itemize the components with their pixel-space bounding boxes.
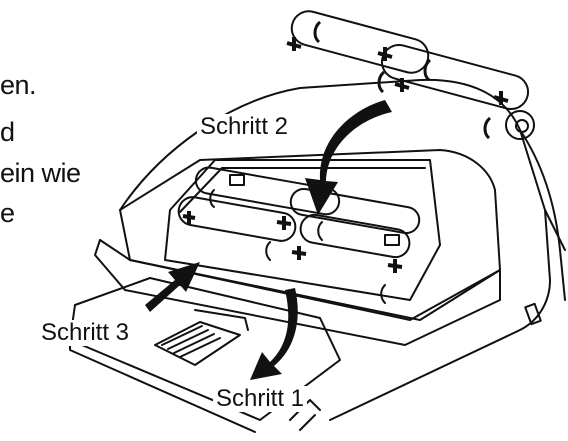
instruction-fragment-2: d — [0, 117, 15, 147]
battery-compartment — [164, 159, 441, 301]
loose-batteries — [290, 10, 535, 140]
instruction-fragment-1: en. — [0, 70, 37, 100]
device-side-panel — [519, 129, 566, 301]
step-1-label: Schritt 1 — [213, 386, 308, 412]
arrow-step2 — [305, 100, 392, 215]
contact-right — [384, 234, 400, 246]
device-housing — [119, 78, 551, 421]
step-2-label: Schritt 2 — [197, 114, 292, 140]
device-top-surface — [119, 149, 501, 321]
arrow-step3 — [145, 262, 200, 312]
installed-batteries — [177, 166, 421, 259]
step-3-label: Schritt 3 — [38, 320, 133, 346]
side-port — [524, 302, 542, 326]
arrow-step1 — [250, 288, 298, 380]
contact-left — [229, 174, 245, 186]
instruction-fragment-4: e — [0, 198, 15, 228]
plus-signs-installed — [182, 211, 403, 273]
device-front-rim — [99, 239, 501, 321]
plus-signs-loose — [286, 37, 509, 105]
cover-latch — [154, 321, 241, 366]
instruction-fragment-3: ein wie — [0, 158, 81, 188]
